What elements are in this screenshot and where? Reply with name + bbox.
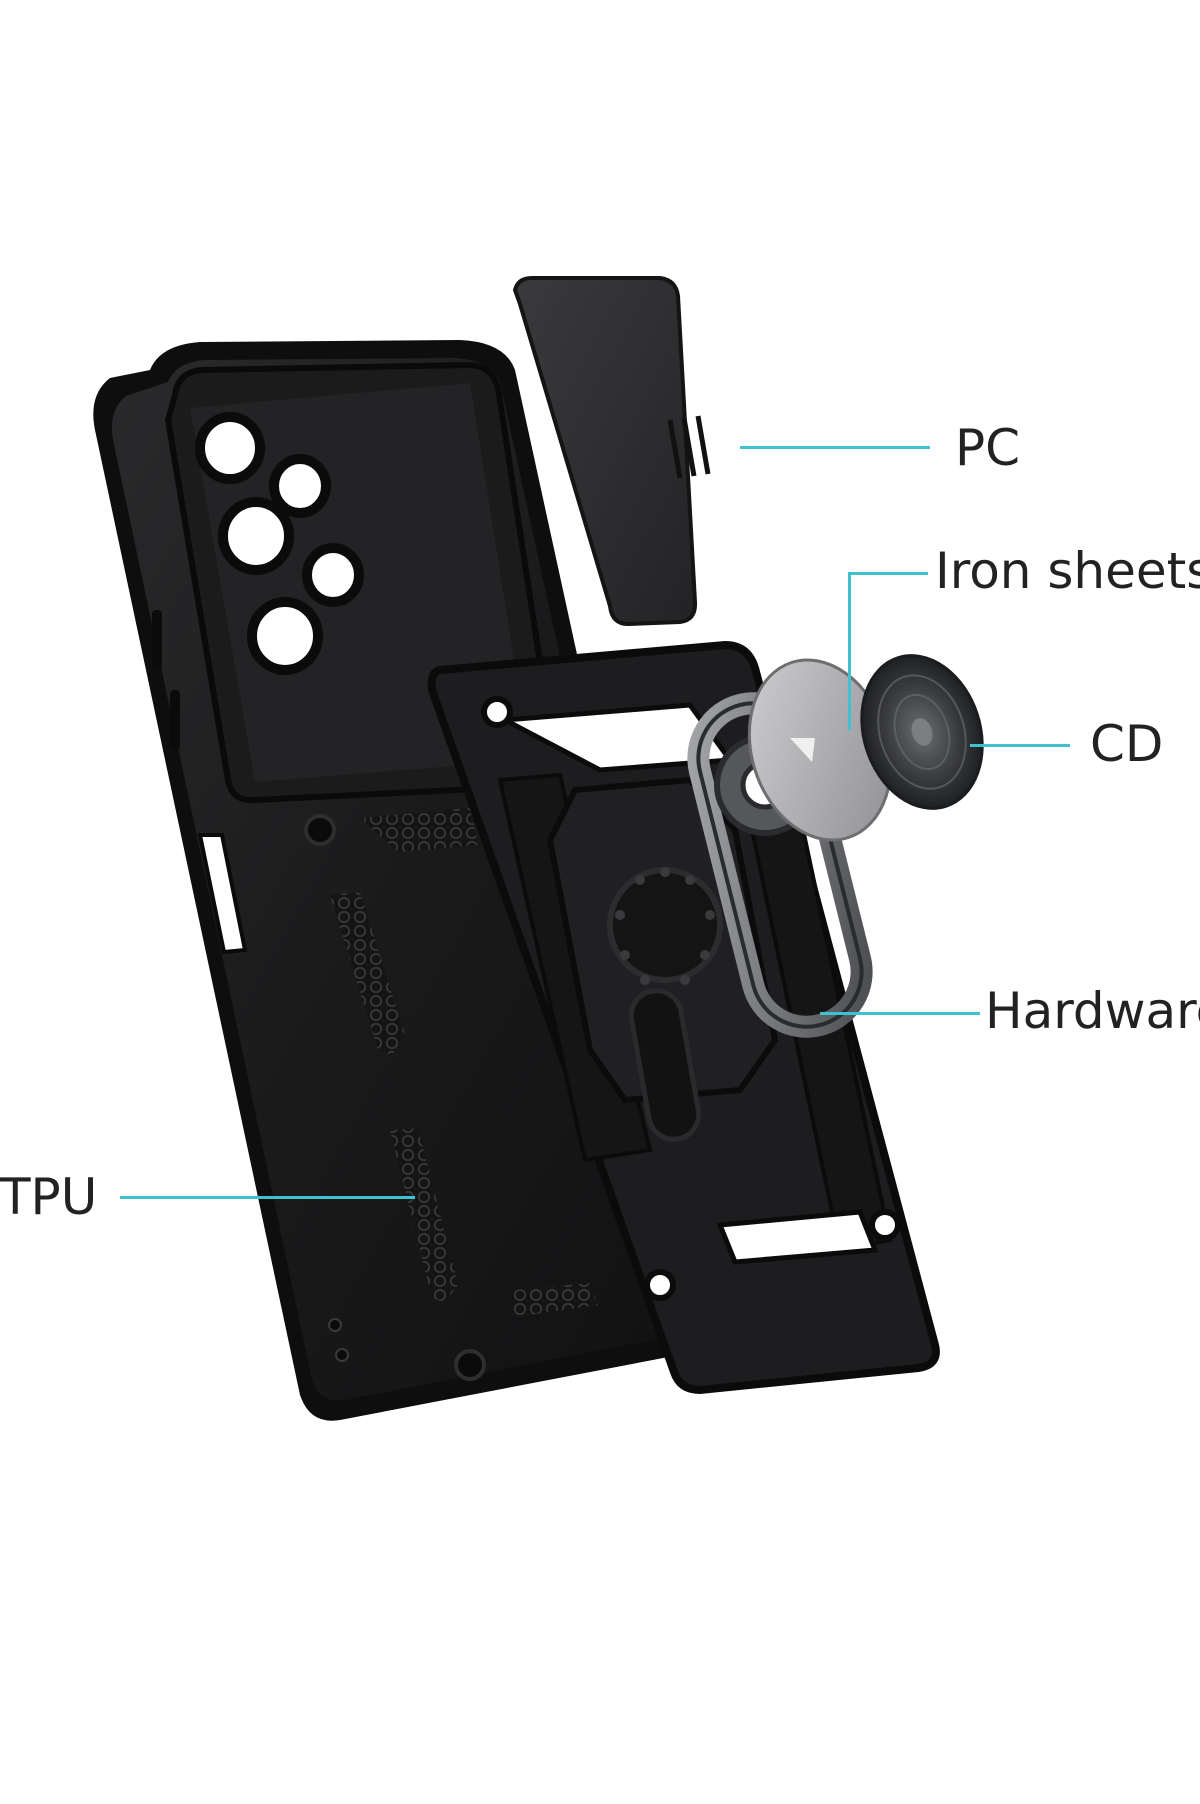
label-hardware: Hardware [985,982,1200,1040]
leader-line-tpu [120,1196,415,1199]
leader-line-iron-sheets-horizontal [848,572,928,575]
label-tpu: TPU [0,1168,98,1226]
label-iron-sheets: Iron sheets [935,542,1200,600]
label-cd: CD [1090,715,1164,773]
bracket-hole-bottom-left [644,1269,676,1301]
bracket-hole-bottom-right [869,1209,901,1241]
leader-line-cd [970,744,1070,747]
mic-hole [335,1348,349,1362]
hub-dots [615,867,715,985]
leader-line-iron-sheets-vertical [848,572,851,730]
tpu-case [93,340,723,1421]
bracket-hole-top-left [481,696,513,728]
grip-panel-lower [390,1128,458,1302]
label-pc: PC [955,419,1021,477]
kickstand-slot [628,988,702,1142]
case-screw-top [304,814,336,846]
grip-panel-bottom [508,1283,598,1318]
pc-camera-slider [512,276,711,627]
speaker-hole [328,1318,342,1332]
side-button-top [152,610,162,670]
grip-panel-top [360,808,478,852]
camera-lens-holes [195,412,364,675]
case-screw-bottom [454,1349,486,1381]
side-button-cutout [197,833,248,955]
hub-magnet [607,867,723,983]
side-button-middle [170,690,180,750]
bracket-window-bottom [716,1209,879,1265]
leader-line-hardware [820,1012,980,1015]
grip-panel-left [330,892,405,1055]
leader-line-pc [740,446,930,449]
cd-disc [860,654,984,810]
